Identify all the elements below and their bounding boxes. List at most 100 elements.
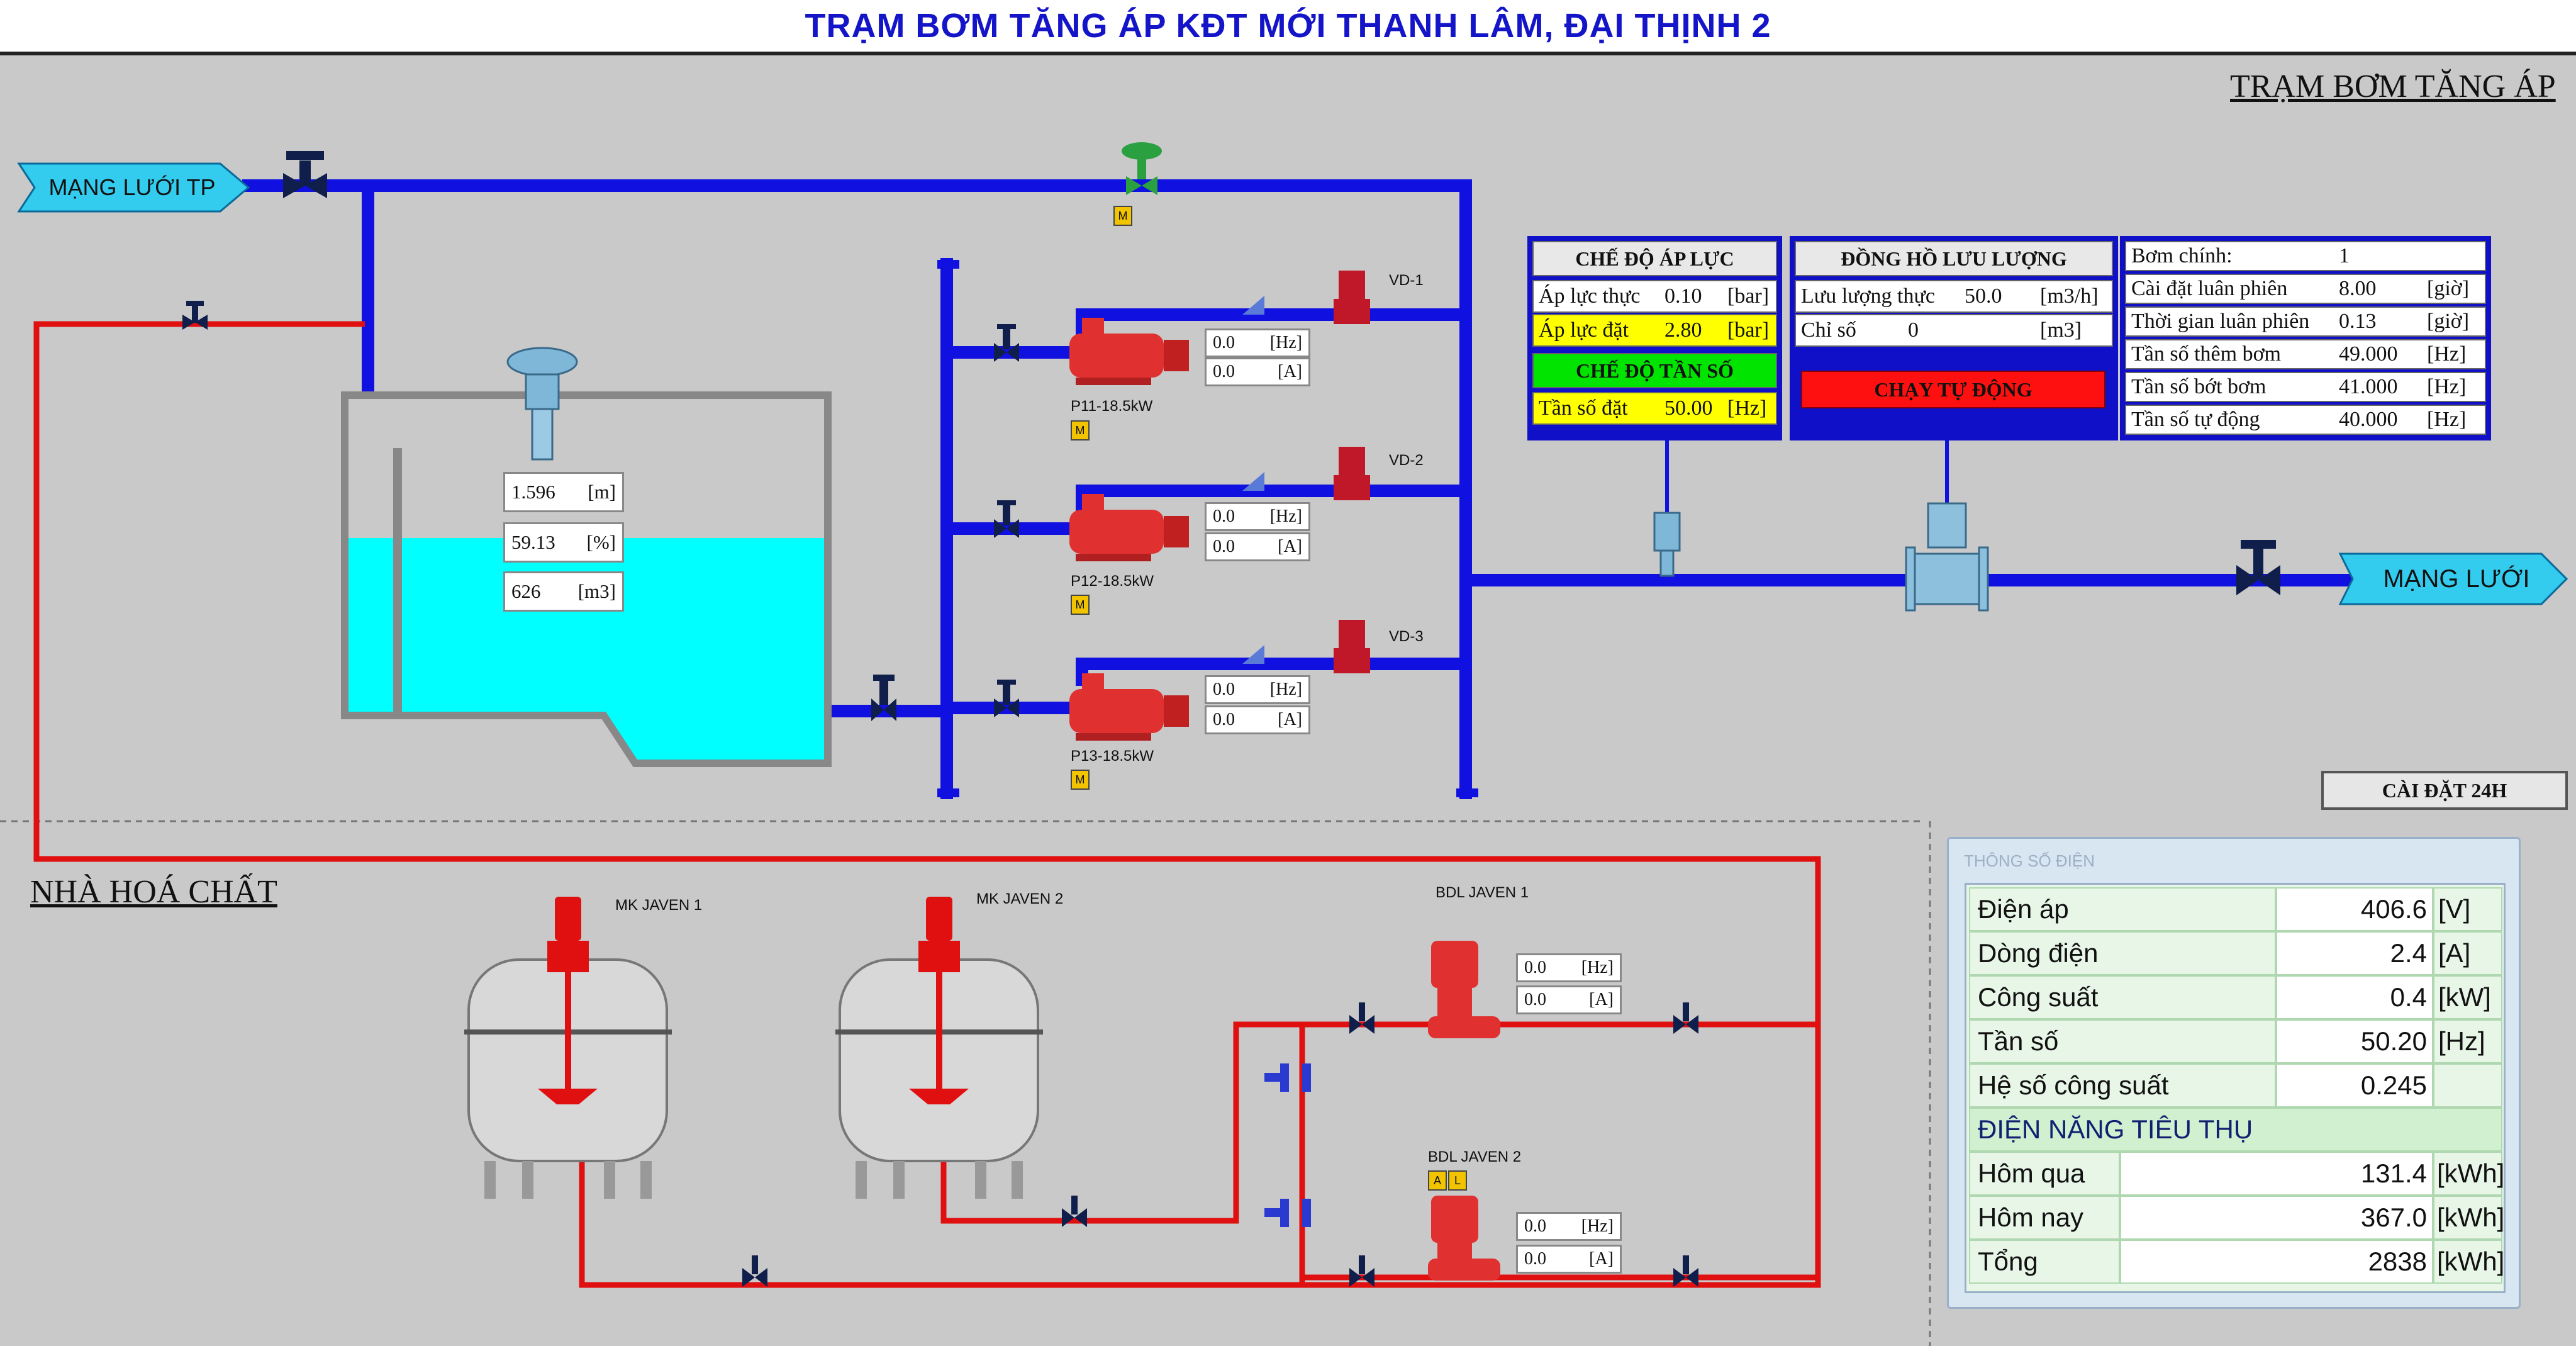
flow-count-unit: [m3] — [2040, 318, 2082, 342]
pump-3-label: P13-18.5kW — [1071, 748, 1154, 765]
settings-value[interactable]: 49.000 — [2339, 342, 2398, 366]
pump-icons — [1069, 318, 1189, 741]
mixer-tank-1-icon — [464, 897, 672, 1199]
pump-3-mode-badge[interactable]: M — [1071, 770, 1090, 790]
settings-unit: [giờ] — [2427, 277, 2470, 300]
settings-value: 0.13 — [2339, 310, 2377, 333]
elec-value: 406.6 — [2276, 887, 2433, 931]
elec-label: Dòng điện — [1969, 931, 2276, 975]
tank-volume-unit: [m3] — [577, 580, 616, 602]
elec-label: Tần số — [1969, 1019, 2276, 1063]
freq-set-unit: [Hz] — [1727, 396, 1767, 420]
pump-2-freq: 0.0[Hz] — [1205, 502, 1310, 531]
tank-volume-value: 626 — [511, 580, 541, 602]
page-title: TRẠM BƠM TĂNG ÁP KĐT MỚI THANH LÂM, ĐẠI … — [805, 7, 1771, 45]
dosing-2-hz-value: 0.0 — [1524, 1216, 1546, 1236]
elec-value: 2.4 — [2276, 931, 2433, 975]
flow-count-value: 0 — [1908, 318, 1919, 342]
control-valve-mode-badge[interactable]: M — [1113, 206, 1132, 226]
settings-unit: [Hz] — [2427, 342, 2467, 366]
dosing-2-badge-l[interactable]: L — [1448, 1170, 1467, 1191]
tank-percent-unit: [%] — [586, 531, 616, 553]
settings-label: Thời gian luân phiên — [2131, 310, 2310, 333]
pump-1-hz-value: 0.0 — [1213, 333, 1235, 352]
pump-2-label: P12-18.5kW — [1071, 573, 1154, 590]
elec-value: 0.4 — [2276, 975, 2433, 1019]
flow-count-row: Chỉ số 0 [m3] — [1795, 314, 2113, 347]
pump-1-hz-unit: [Hz] — [1269, 333, 1302, 352]
tank-percent-value: 59.13 — [511, 531, 555, 553]
pressure-set-row[interactable]: Áp lực đặt 2.80 [bar] — [1532, 314, 1777, 347]
dosing-1-a-unit: [A] — [1589, 990, 1614, 1009]
pump-3-hz-value: 0.0 — [1213, 680, 1235, 699]
dosing-2-badge-a[interactable]: A — [1428, 1170, 1447, 1191]
energy-value: 2838 — [2120, 1240, 2433, 1284]
elec-value: 0.245 — [2276, 1063, 2433, 1108]
freq-set-row[interactable]: Tần số đặt 50.00 [Hz] — [1532, 392, 1777, 425]
electric-panel: THÔNG SỐ ĐIỆN Điện áp 406.6 [V] Dòng điệ… — [1947, 837, 2521, 1309]
dosing-1-hz-value: 0.0 — [1524, 958, 1546, 977]
auto-run-button[interactable]: CHẠY TỰ ĐỘNG — [1801, 371, 2105, 408]
energy-label: Hôm qua — [1969, 1152, 2120, 1196]
pump-2-hz-value: 0.0 — [1213, 507, 1235, 526]
pump-2-a-value: 0.0 — [1213, 537, 1235, 556]
energy-unit: [kWh] — [2433, 1152, 2504, 1196]
elec-value: 50.20 — [2276, 1019, 2433, 1063]
energy-header: ĐIỆN NĂNG TIÊU THỤ — [1969, 1108, 2502, 1152]
dosing-2-a-unit: [A] — [1589, 1249, 1614, 1269]
freq-set-value[interactable]: 50.00 — [1664, 396, 1713, 420]
dosing-pump-2-icon — [1428, 1196, 1500, 1281]
dosing-2-hz-unit: [Hz] — [1581, 1216, 1614, 1236]
pump-1-a-unit: [A] — [1278, 362, 1302, 381]
pump-1-a-value: 0.0 — [1213, 362, 1235, 381]
mixer-2-label: MK JAVEN 2 — [976, 890, 1064, 907]
settings-value[interactable]: 1 — [2339, 244, 2350, 267]
electric-panel-title: THÔNG SỐ ĐIỆN — [1964, 851, 2095, 870]
setting-24h-button[interactable]: CÀI ĐẶT 24H — [2321, 771, 2568, 810]
freq-mode-header[interactable]: CHẾ ĐỘ TẦN SỐ — [1532, 353, 1777, 388]
flow-actual-value: 50.0 — [1965, 284, 2002, 308]
pressure-set-value[interactable]: 2.80 — [1664, 318, 1702, 342]
elec-unit: [A] — [2433, 931, 2502, 975]
elec-unit — [2433, 1063, 2502, 1108]
pump-2-mode-badge[interactable]: M — [1071, 595, 1090, 615]
settings-value[interactable]: 41.000 — [2339, 375, 2398, 398]
valve-2-label: VD-2 — [1389, 452, 1424, 469]
tank-level-readout: 1.596[m] — [503, 472, 624, 512]
dosing-1-freq: 0.0[Hz] — [1516, 953, 1622, 982]
flow-actual-row: Lưu lượng thực 50.0 [m3/h] — [1795, 280, 2113, 313]
pressure-actual-value: 0.10 — [1664, 284, 1702, 308]
pressure-actual-unit: [bar] — [1727, 284, 1770, 308]
settings-row-1: Cài đặt luân phiên 8.00 [giờ] — [2125, 274, 2486, 304]
pressure-actual-row: Áp lực thực 0.10 [bar] — [1532, 280, 1777, 313]
settings-label: Cài đặt luân phiên — [2131, 277, 2288, 300]
pressure-mode-header[interactable]: CHẾ ĐỘ ÁP LỰC — [1532, 241, 1777, 276]
elec-unit: [kW] — [2433, 975, 2502, 1019]
pressure-transmitter-icon — [1653, 512, 1681, 577]
pump-1-freq: 0.0 [Hz] — [1205, 328, 1310, 357]
chem-house-title: NHÀ HOÁ CHẤT — [30, 874, 277, 910]
pressure-mode-panel: CHẾ ĐỘ ÁP LỰC Áp lực thực 0.10 [bar] Áp … — [1527, 236, 1782, 440]
settings-value[interactable]: 40.000 — [2339, 408, 2398, 431]
energy-value: 131.4 — [2120, 1152, 2433, 1196]
energy-unit: [kWh] — [2433, 1240, 2504, 1284]
settings-value[interactable]: 8.00 — [2339, 277, 2377, 300]
title-bar: TRẠM BƠM TĂNG ÁP KĐT MỚI THANH LÂM, ĐẠI … — [0, 0, 2576, 55]
elec-label: Hệ số công suất — [1969, 1063, 2276, 1108]
dosing-1-label: BDL JAVEN 1 — [1436, 884, 1529, 901]
settings-unit: [Hz] — [2427, 375, 2467, 398]
elec-label: Điện áp — [1969, 887, 2276, 931]
energy-unit: [kWh] — [2433, 1196, 2504, 1240]
flow-actual-label: Lưu lượng thực — [1801, 284, 1936, 308]
flowmeter-icon — [1905, 502, 1989, 612]
pump-1-mode-badge[interactable]: M — [1071, 420, 1090, 440]
pump-3-freq: 0.0[Hz] — [1205, 675, 1310, 704]
settings-row-0: Bơm chính:1 — [2125, 241, 2486, 271]
pressure-set-label: Áp lực đặt — [1539, 318, 1629, 342]
mixer-1-label: MK JAVEN 1 — [615, 897, 703, 914]
dosing-2-label: BDL JAVEN 2 — [1428, 1148, 1522, 1165]
settings-label: Tần số tự động — [2131, 408, 2260, 431]
